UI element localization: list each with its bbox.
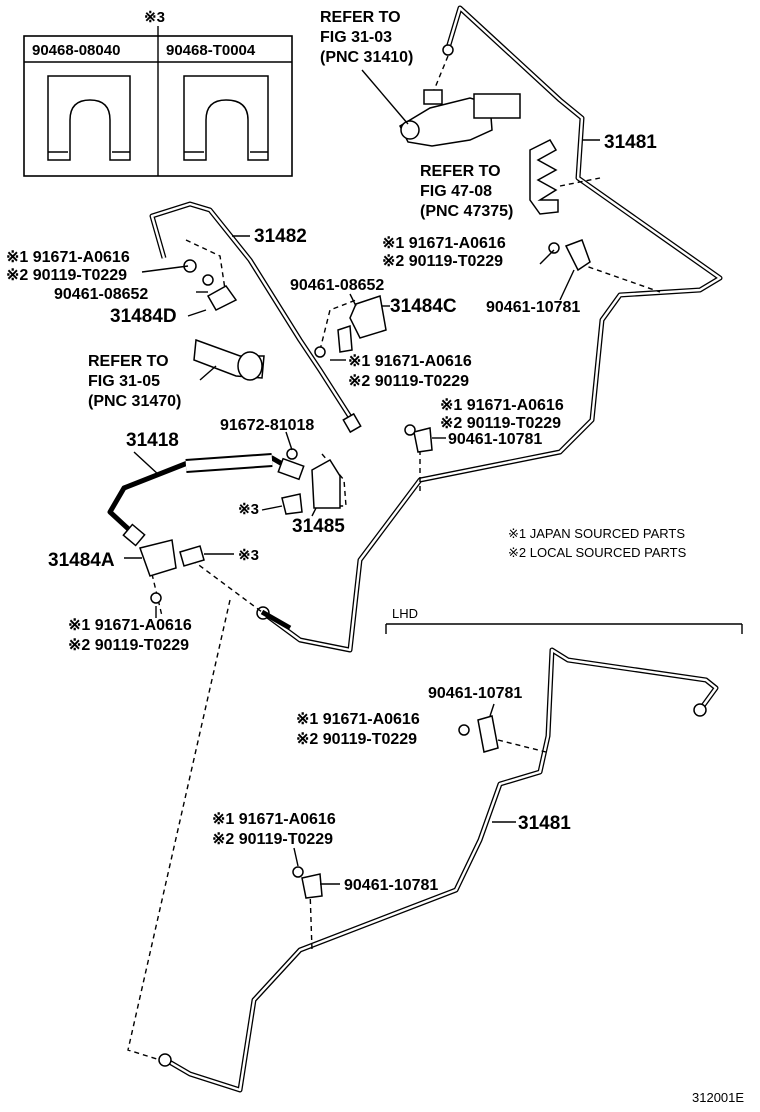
part-31484C: 31484C — [390, 296, 457, 317]
clip-table: ※3 90468-08040 90468-T0004 — [23, 9, 293, 177]
table-col2-part: 90468-T0004 — [166, 42, 256, 59]
bolt-local-3: ※2 90119-T0229 — [348, 373, 469, 390]
bracket-47375-sketch — [529, 139, 559, 215]
ref2-line1: REFER TO — [420, 163, 501, 180]
table-header-mark: ※3 — [144, 9, 165, 26]
ref1-line2: FIG 31-03 — [320, 29, 392, 46]
bolt-local-6: ※2 90119-T0229 — [296, 731, 417, 748]
mark3-clip-b: ※3 — [238, 547, 259, 564]
clamp-lhd-lower-sketch — [292, 866, 323, 899]
clamp-lhd-upper-sketch — [458, 715, 499, 753]
pipe-31482 — [149, 201, 362, 434]
master-cylinder-sketch — [399, 89, 521, 147]
leader-lines — [124, 69, 600, 885]
legend-japan: ※1 JAPAN SOURCED PARTS — [508, 526, 685, 541]
bolt-local-7: ※2 90119-T0229 — [212, 831, 333, 848]
part-91672-81018: 91672-81018 — [220, 417, 314, 434]
diagram-code: 312001E — [692, 1090, 744, 1105]
part-31482: 31482 — [254, 226, 307, 247]
part-number-labels: 31481 31482 31484C 31484D 31418 31485 31… — [48, 132, 657, 894]
part-31484A: 31484A — [48, 550, 115, 571]
ref1-line1: REFER TO — [320, 9, 401, 26]
bolt-japan-5: ※1 91671-A0616 — [68, 617, 192, 634]
hose-31418 — [107, 453, 305, 631]
part-31481-lhd: 31481 — [518, 813, 571, 834]
ref3-line2: FIG 31-05 — [88, 373, 160, 390]
bolt-local-5: ※2 90119-T0229 — [68, 637, 189, 654]
bracket-31484D-sketch — [183, 259, 238, 311]
lhd-label: LHD — [392, 606, 418, 621]
ref3-line3: (PNC 31470) — [88, 393, 181, 410]
bolt-japan-3: ※1 91671-A0616 — [348, 353, 472, 370]
bracket-31484C-sketch — [314, 295, 387, 358]
bolt-japan-4: ※1 91671-A0616 — [440, 397, 564, 414]
part-31418: 31418 — [126, 430, 179, 451]
part-90461-10781-lhd-upper: 90461-10781 — [428, 685, 522, 702]
slave-cylinder-sketch — [193, 338, 265, 381]
bolt-japan-7: ※1 91671-A0616 — [212, 811, 336, 828]
ref1-line3: (PNC 31410) — [320, 49, 413, 66]
bolt-japan-6: ※1 91671-A0616 — [296, 711, 420, 728]
part-31485: 31485 — [292, 516, 345, 537]
legend: ※1 JAPAN SOURCED PARTS ※2 LOCAL SOURCED … — [508, 526, 687, 560]
ref3-line1: REFER TO — [88, 353, 169, 370]
part-90461-10781-lhd-lower: 90461-10781 — [344, 877, 438, 894]
lhd-bracket: LHD — [385, 606, 743, 634]
part-90461-10781-right: 90461-10781 — [486, 299, 580, 316]
legend-local: ※2 LOCAL SOURCED PARTS — [508, 545, 687, 560]
reference-labels: REFER TO FIG 31-03 (PNC 31410) REFER TO … — [88, 9, 513, 410]
bolt-local-4: ※2 90119-T0229 — [440, 415, 561, 432]
part-90461-10781-mid: 90461-10781 — [448, 431, 542, 448]
bracket-31484A-sketch — [139, 493, 303, 604]
ref2-line3: (PNC 47375) — [420, 203, 513, 220]
mark3-clip-a: ※3 — [238, 501, 259, 518]
bolt-japan-2: ※1 91671-A0616 — [382, 235, 506, 252]
bolt-japan-1: ※1 91671-A0616 — [6, 249, 130, 266]
part-31481-upper: 31481 — [604, 132, 657, 153]
pipe-31481-lhd — [158, 647, 719, 1093]
bracket-31485-sketch — [286, 448, 341, 509]
clamp-right-sketch — [548, 239, 591, 272]
part-90461-08652-mid: 90461-08652 — [290, 277, 384, 294]
bolt-local-1: ※2 90119-T0229 — [6, 267, 127, 284]
ref2-line2: FIG 47-08 — [420, 183, 492, 200]
part-31484D: 31484D — [110, 306, 177, 327]
bolt-labels: ※1 91671-A0616 ※2 90119-T0229 ※1 91671-A… — [6, 235, 564, 848]
table-col1-part: 90468-08040 — [32, 42, 120, 59]
part-90461-08652-left: 90461-08652 — [54, 286, 148, 303]
clip-icon — [183, 75, 269, 161]
bolt-local-2: ※2 90119-T0229 — [382, 253, 503, 270]
clamp-mid-sketch — [404, 424, 433, 453]
clip-icon — [47, 75, 131, 161]
